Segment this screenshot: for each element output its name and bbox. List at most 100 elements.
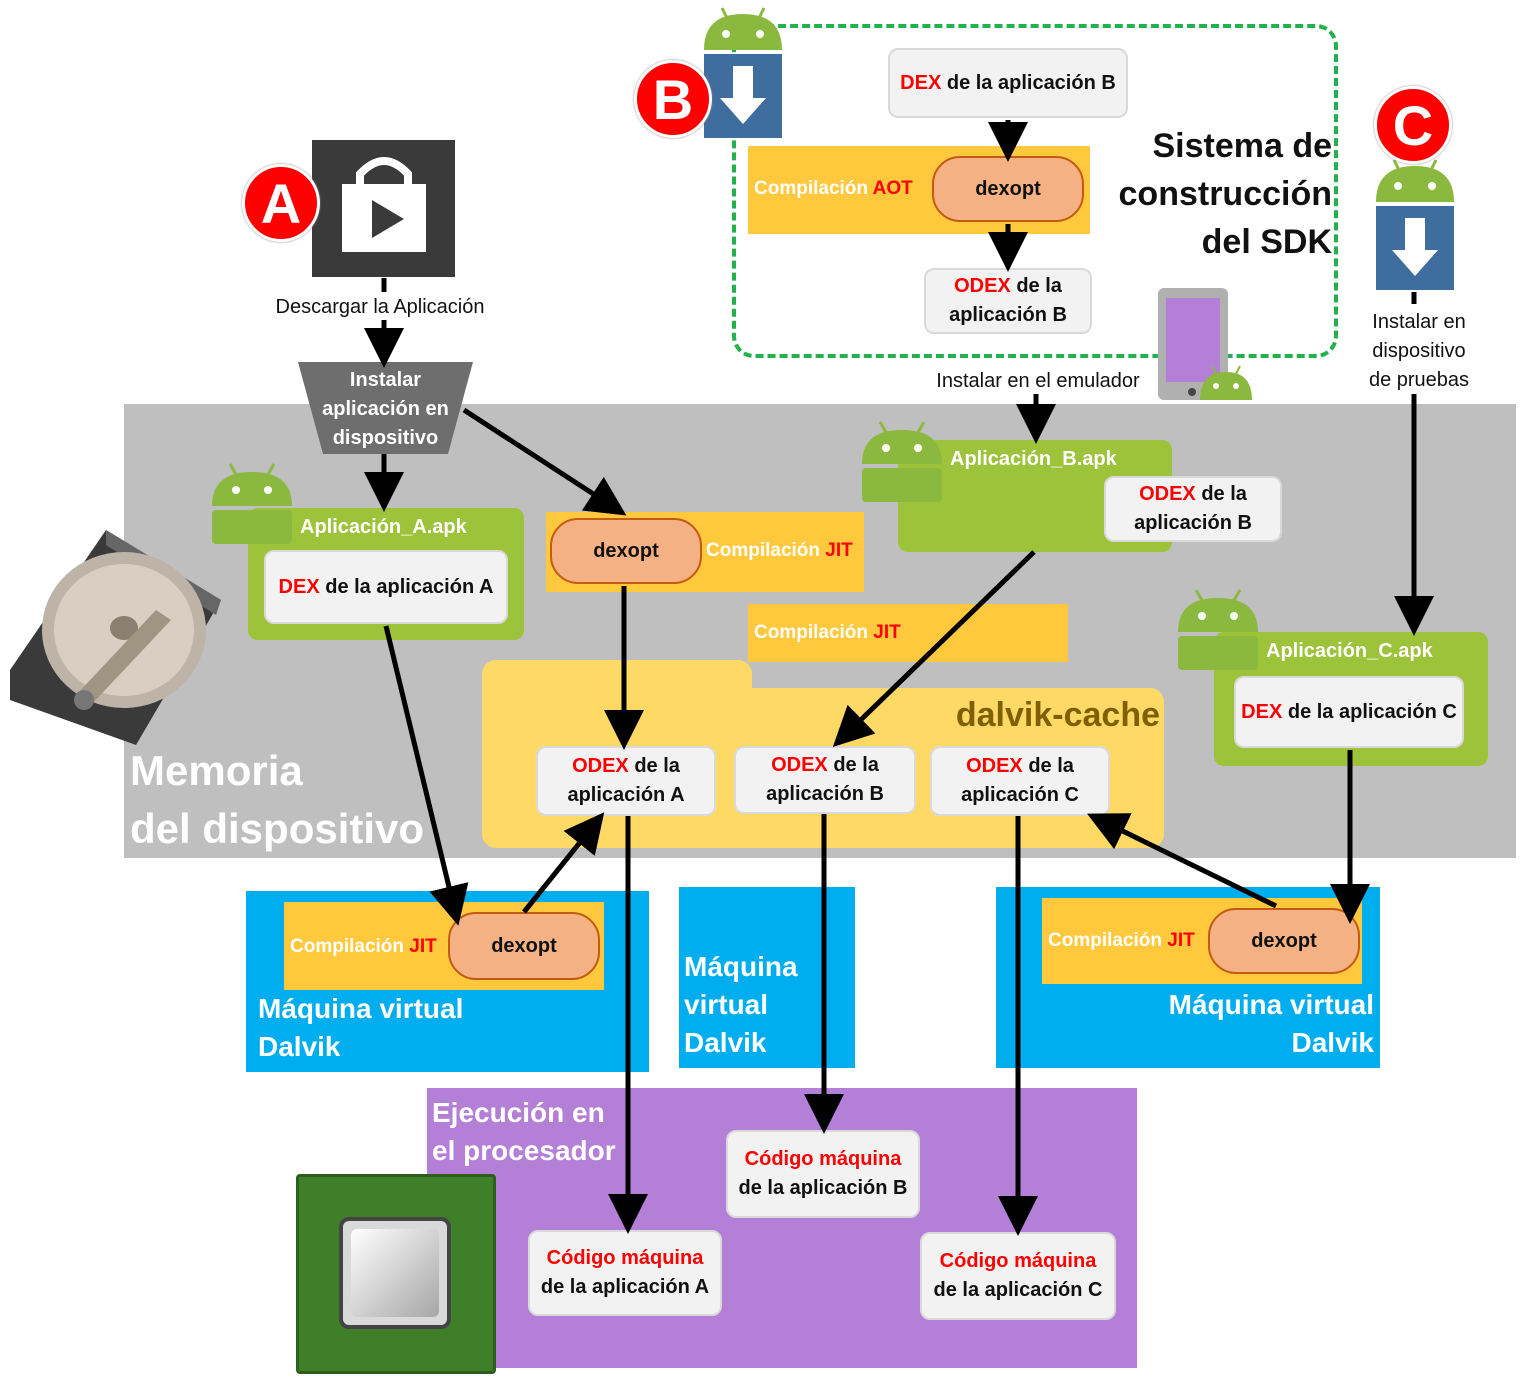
machine-code-b: Código máquina de la aplicación B: [726, 1130, 920, 1218]
vm-left-line1: Máquina virtual: [258, 993, 464, 1024]
machine-code-keyword: Código máquina: [939, 1250, 1097, 1272]
install-on-device-step: Instalar aplicación en dispositivo: [298, 362, 473, 454]
marker-c: C: [1374, 86, 1452, 164]
vm-mid-line2: virtual: [684, 989, 769, 1020]
de-la-text: de la: [1010, 275, 1062, 297]
odex-keyword: ODEX: [572, 755, 629, 777]
machine-code-c: Código máquina de la aplicación C: [920, 1232, 1116, 1320]
marker-b: B: [634, 60, 712, 138]
app-name-text: aplicación A: [567, 784, 685, 806]
vm-left-label: Máquina virtual Dalvik: [258, 990, 463, 1066]
dexopt-vm-right: dexopt: [1208, 908, 1360, 974]
install-emulator-label: Instalar en el emulador: [936, 370, 1140, 392]
dexopt-sdk: dexopt: [932, 156, 1084, 222]
android-icon: [210, 460, 294, 544]
machine-code-keyword: Código máquina: [744, 1148, 902, 1170]
jit-keyword: JIT: [825, 540, 853, 561]
android-icon: [860, 418, 944, 502]
memory-label: Memoria del dispositivo: [130, 742, 424, 858]
dex-app-a: DEX de la aplicación A: [264, 550, 508, 624]
dex-text: de la aplicación C: [1282, 700, 1457, 723]
android-download-icon: [700, 0, 786, 140]
android-icon: [1176, 586, 1260, 670]
machine-code-text: de la aplicación A: [540, 1276, 710, 1298]
compile-label: Compilación: [1048, 930, 1168, 951]
exec-label: Ejecución en el procesador: [432, 1094, 616, 1170]
play-store-icon: [312, 140, 455, 277]
apk-c-label: Aplicación_C.apk: [1266, 640, 1433, 662]
apk-a-label: Aplicación_A.apk: [300, 516, 467, 538]
odex-keyword: ODEX: [966, 755, 1023, 777]
jit-compilation-top: dexopt Compilación JIT: [546, 512, 864, 592]
vm-mid-label: Máquina virtual Dalvik: [684, 948, 798, 1062]
compile-label: Compilación: [706, 540, 826, 561]
odex-keyword: ODEX: [1139, 483, 1196, 505]
sdk-label-line1: Sistema de: [1152, 127, 1332, 165]
exec-label-line1: Ejecución en: [432, 1097, 605, 1128]
install-line3: dispositivo: [332, 427, 439, 449]
exec-label-line2: el procesador: [432, 1135, 616, 1166]
install-line1: Instalar: [349, 369, 422, 391]
sdk-build-system-region: [732, 24, 1338, 358]
apk-b-label: Aplicación_B.apk: [950, 448, 1117, 470]
app-name-text: aplicación B: [949, 304, 1067, 326]
dexopt-vm-left: dexopt: [448, 912, 600, 980]
app-name-text: aplicación C: [961, 784, 1079, 806]
android-icon: [1196, 362, 1256, 402]
compile-label: Compilación: [754, 622, 874, 643]
machine-code-text: de la aplicación C: [933, 1279, 1103, 1301]
dex-text: de la aplicación A: [319, 575, 494, 598]
de-la-text: de la: [827, 754, 879, 776]
de-la-text: de la: [628, 755, 680, 777]
app-name-text: aplicación B: [766, 783, 884, 805]
vm-right-line2: Dalvik: [1291, 1027, 1375, 1058]
dexopt-jit-top: dexopt: [550, 518, 702, 584]
android-download-icon: [1372, 152, 1458, 292]
dalvik-cache-label: dalvik-cache: [955, 696, 1160, 734]
install-test-device-label: Instalar en dispositivo de pruebas: [1354, 308, 1484, 395]
marker-a: A: [242, 164, 320, 242]
jit-compilation-vm-left: Compilación JIT dexopt: [284, 902, 604, 990]
dex-app-c: DEX de la aplicación C: [1234, 676, 1464, 748]
odex-app-b-sdk: ODEX de la aplicación B: [924, 268, 1092, 334]
odex-keyword: ODEX: [771, 754, 828, 776]
sdk-label: Sistema de construcción del SDK: [1100, 122, 1332, 266]
dex-keyword: DEX: [278, 575, 320, 598]
vm-right-label: Máquina virtual Dalvik: [1130, 986, 1374, 1062]
de-la-text: de la: [1195, 483, 1247, 505]
memory-label-line1: Memoria: [130, 747, 303, 794]
vm-mid-line3: Dalvik: [684, 1027, 767, 1058]
odex-app-b-cache: ODEX de la aplicación B: [734, 746, 916, 814]
hard-disk-icon: [6, 520, 226, 750]
dex-keyword: DEX: [900, 71, 942, 94]
sdk-label-line3: del SDK: [1201, 223, 1332, 261]
odex-keyword: ODEX: [954, 275, 1011, 297]
vm-right-line1: Máquina virtual: [1168, 989, 1374, 1020]
machine-code-text: de la aplicación B: [738, 1177, 908, 1199]
jit-compilation-mid: Compilación JIT: [748, 604, 1068, 662]
machine-code-keyword: Código máquina: [546, 1247, 704, 1269]
memory-label-line2: del dispositivo: [130, 805, 425, 852]
odex-app-a-cache: ODEX de la aplicación A: [536, 746, 716, 816]
vm-mid-line1: Máquina: [684, 951, 798, 982]
install-test-line3: de pruebas: [1368, 369, 1470, 391]
vm-left-line2: Dalvik: [258, 1031, 341, 1062]
cpu-chip-icon: [296, 1174, 496, 1374]
install-test-line1: Instalar en: [1372, 311, 1466, 333]
install-test-line2: dispositivo: [1372, 340, 1466, 362]
compile-label: Compilación: [290, 936, 410, 957]
dex-text: de la aplicación B: [941, 71, 1116, 94]
compile-label: Compilación: [754, 178, 873, 199]
de-la-text: de la: [1022, 755, 1074, 777]
jit-keyword: JIT: [873, 622, 901, 643]
odex-app-b-apk: ODEX de la aplicación B: [1104, 476, 1282, 542]
aot-keyword: AOT: [872, 178, 913, 199]
aot-compilation: Compilación AOT dexopt: [748, 146, 1090, 234]
dex-app-b-sdk: DEX de la aplicación B: [888, 48, 1128, 118]
odex-app-c-cache: ODEX de la aplicación C: [930, 746, 1110, 816]
app-name-text: aplicación B: [1134, 512, 1252, 534]
jit-keyword: JIT: [1167, 930, 1195, 951]
dex-keyword: DEX: [1241, 700, 1283, 723]
jit-compilation-vm-right: Compilación JIT dexopt: [1042, 898, 1362, 984]
sdk-label-line2: construcción: [1118, 175, 1332, 213]
